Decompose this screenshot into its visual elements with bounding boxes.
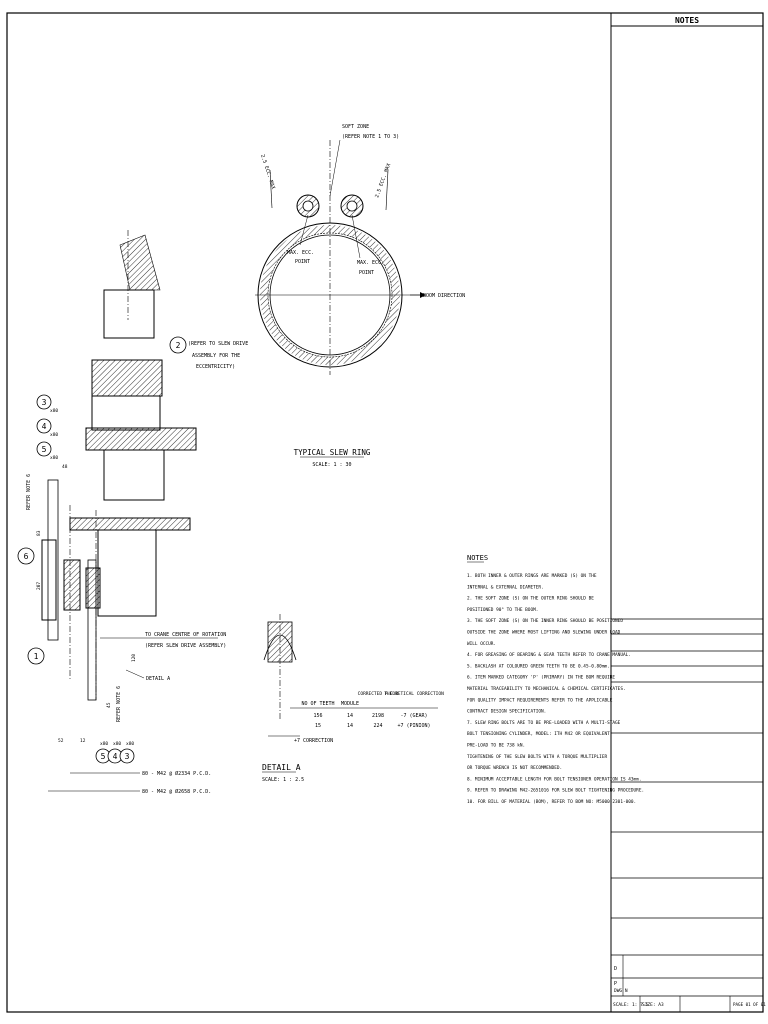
callout-2: 2 — [176, 341, 181, 350]
dim-x80-bottom-1: x80 — [100, 741, 108, 747]
notes-list: 1. BOTH INNER & OUTER RINGS ARE MARKED (… — [467, 573, 644, 805]
note-line: 3. THE SOFT ZONE (S) ON THE INNER RING S… — [467, 618, 623, 624]
callout-1: 1 — [34, 652, 39, 661]
gear-header-teeth: NO OF TEETH — [301, 701, 334, 707]
callout-6: 6 — [24, 552, 29, 561]
gear-row-2-pcd: 224 — [373, 723, 382, 729]
soft-zone-label: SOFT ZONE — [342, 124, 369, 130]
boom-direction-label: BOOM DIRECTION — [423, 293, 465, 299]
max-ecc-left-1: MAX. ECC. — [287, 250, 314, 256]
title-size: SIZE: A3 — [642, 1002, 664, 1008]
note-line: PRE-LOAD TO BE 738 kN. — [467, 743, 525, 749]
title-row-p: P — [614, 981, 617, 987]
gear-row-2-module: 14 — [347, 723, 353, 729]
max-ecc-left-2: POINT — [295, 259, 310, 265]
dim-48: 48 — [62, 464, 68, 470]
gear-row-1-teeth: 156 — [313, 713, 322, 719]
note-line: 8. MINIMUM ACCEPTABLE LENGTH FOR BOLT TE… — [467, 776, 641, 782]
detail-a-reference: DETAIL A — [146, 676, 170, 682]
dim-x80-bottom-2: x80 — [113, 741, 121, 747]
callout-2-text-2: ASSEMBLY FOR THE — [192, 353, 240, 359]
soft-zone-note: (REFER NOTE 1 TO 3) — [342, 134, 399, 140]
note-line: POSITIONED 90° TO THE BOOM. — [467, 607, 538, 613]
note-line: 7. SLEW RING BOLTS ARE TO BE PRE-LOADED … — [467, 720, 621, 726]
gear-row-1-module: 14 — [347, 713, 353, 719]
callout-3-bottom: 3 — [125, 752, 130, 761]
note-line: OR TORQUE WRENCH IS NOT RECOMMENDED. — [467, 765, 562, 771]
note-line: FOR QUALITY IMPACT REQUIREMENTS REFER TO… — [467, 697, 613, 703]
note-line: WILL OCCUR. — [467, 641, 496, 647]
callout-4-bottom: 4 — [113, 752, 118, 761]
detail-a-title: DETAIL A — [262, 763, 301, 772]
title-dwg-no: DWG N — [614, 988, 628, 994]
note-line: MATERIAL TRACEABILITY TO MECHANICAL & CH… — [467, 686, 626, 692]
dim-x80-top-1: x80 — [50, 408, 58, 414]
note-line: OUTSIDE THE ZONE WHERE MOST LIFTING AND … — [467, 630, 621, 636]
gear-header-correction: THEORETICAL CORRECTION — [384, 691, 444, 697]
callout-5: 5 — [42, 445, 47, 454]
gear-row-2-teeth: 15 — [315, 723, 321, 729]
detail-a-scale: SCALE: 1 : 2.5 — [262, 777, 304, 783]
notes-column-header: NOTES — [675, 16, 699, 25]
dim-x80-bottom-3: x80 — [126, 741, 134, 747]
note-line: INTERNAL & EXTERNAL DIAMETER. — [467, 584, 544, 590]
bolt-callout-2: 80 - M42 @ Ø2658 P.C.D. — [142, 788, 211, 795]
gear-header-module: MODULE — [341, 701, 359, 707]
title-block: NOTES D P DWG N SCALE: 1: 7.5 SIZE: A3 P… — [610, 13, 766, 1012]
gear-header-pcd: CORRECTED P.C.D — [358, 691, 399, 697]
bolt-callout-1: 80 - M42 @ Ø2334 P.C.D. — [142, 770, 211, 777]
note-line: 9. REFER TO DRAWING M42-2651016 FOR SLEW… — [467, 788, 644, 794]
slew-ring-title: TYPICAL SLEW RING — [294, 448, 371, 457]
title-page: PAGE 01 OF 01 — [733, 1002, 766, 1007]
callout-3: 3 — [42, 398, 47, 407]
sheet-border — [6, 12, 764, 1013]
gear-row-2-correction: +7 (PINION) — [397, 723, 430, 729]
refer-note6-top: REFER NOTE 6 — [26, 474, 32, 510]
gear-row-1-correction: -7 (GEAR) — [400, 713, 427, 719]
note-line: BOLT TENSIONING CYLINDER, MODEL: ITH M42… — [467, 731, 612, 737]
dim-x80-top-2: x80 — [50, 432, 58, 438]
section-view: 2 (REFER TO SLEW DRIVE ASSEMBLY FOR THE … — [17, 230, 248, 795]
note-line: TIGHTENING OF THE SLEW BOLTS WITH A TORQ… — [467, 754, 607, 760]
title-row-d: D — [614, 966, 617, 972]
notes-block: NOTES 1. BOTH INNER & OUTER RINGS ARE MA… — [467, 554, 644, 805]
gear-row-1-pcd: 2198 — [372, 713, 384, 719]
dim-52: 52 — [58, 738, 64, 744]
correction-label: +7 CORRECTION — [294, 738, 333, 744]
dim-x80-top-3: x80 — [50, 455, 58, 461]
crane-centre-line-1: TO CRANE CENTRE OF ROTATION — [145, 632, 226, 638]
dim-120: 120 — [131, 654, 137, 662]
callout-2-text-3: ECCENTRICITY) — [196, 364, 235, 370]
note-line: 2. THE SOFT ZONE (S) ON THE OUTER RING S… — [467, 596, 594, 602]
note-line: 4. FOR GREASING OF BEARING & GEAR TEETH … — [467, 652, 631, 658]
max-ecc-right-2: POINT — [359, 270, 374, 276]
note-line: 1. BOTH INNER & OUTER RINGS ARE MARKED (… — [467, 573, 597, 579]
detail-a-view: +7 CORRECTION DETAIL A SCALE: 1 : 2.5 — [262, 614, 333, 783]
refer-note6-bottom: REFER NOTE 6 — [116, 686, 122, 722]
dim-12: 12 — [80, 738, 86, 744]
note-line: 10. FOR BILL OF MATERIAL (BOM), REFER TO… — [467, 799, 636, 805]
slew-ring-scale: SCALE: 1 : 30 — [312, 462, 351, 468]
crane-centre-line-2: (REFER SLEW DRIVE ASSEMBLY) — [145, 643, 226, 649]
note-line: CONTRACT DESIGN SPECIFICATION. — [467, 709, 546, 715]
callout-5-bottom: 5 — [101, 752, 106, 761]
notes-title: NOTES — [467, 554, 488, 562]
dim-83: 83 — [36, 530, 42, 536]
note-line: 6. ITEM MARKED CATEGORY 'P' (PRIMARY) IN… — [467, 675, 615, 681]
dim-45: 45 — [106, 702, 112, 708]
ecc-max-left: 2.5 ECC. MAX — [259, 154, 276, 190]
dim-207: 207 — [36, 582, 42, 590]
max-ecc-right-1: MAX. ECC. — [357, 260, 384, 266]
slew-ring-view: BOOM DIRECTION SOFT ZONE (REFER NOTE 1 T… — [255, 124, 465, 468]
callout-2-text-1: (REFER TO SLEW DRIVE — [188, 341, 248, 347]
callout-4: 4 — [42, 422, 47, 431]
gear-data-table: NO OF TEETH MODULE CORRECTED P.C.D THEOR… — [290, 691, 444, 729]
note-line: 5. BACKLASH AT COLOURED GREEN TEETH TO B… — [467, 663, 610, 669]
title-scale: SCALE: 1: 7.5 — [613, 1002, 649, 1008]
ecc-max-right: 2.5 ECC. MAX — [374, 163, 392, 199]
